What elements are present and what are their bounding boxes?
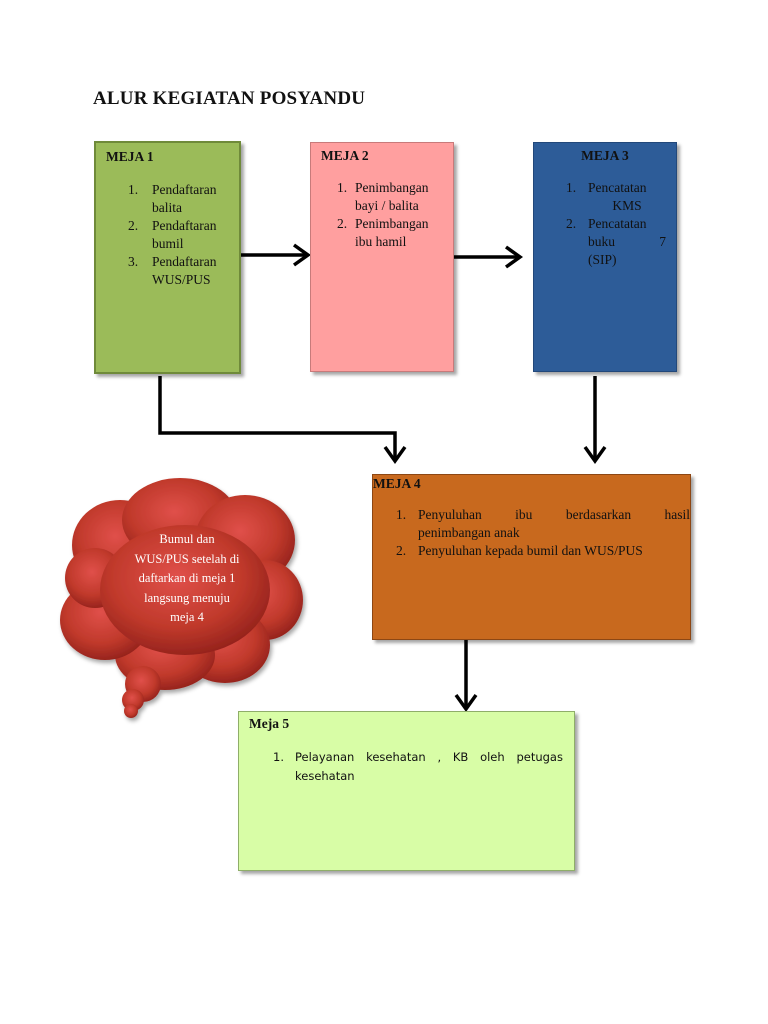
list-item: 1. Penimbangan bayi / balita xyxy=(337,179,449,215)
cloud-note-line: WUS/PUS setelah di xyxy=(134,551,240,566)
item-text: Pencatatan xyxy=(588,180,647,195)
cloud-note-line: daftarkan di meja 1 xyxy=(138,571,236,585)
item-word: buku xyxy=(588,234,615,249)
meja-3-label: MEJA 3 xyxy=(581,148,629,163)
item-number: 2. xyxy=(337,216,348,231)
list-item: 1. Pendaftaran balita xyxy=(128,181,230,217)
item-number: 2. xyxy=(566,216,577,231)
list-item: 2. Penimbangan ibu hamil xyxy=(337,215,449,251)
item-text: penimbangan anak xyxy=(418,525,520,540)
item-text: bumil xyxy=(152,236,184,251)
cloud-note-line: meja 4 xyxy=(170,610,204,624)
item-word: kesehatan xyxy=(366,750,426,764)
item-text-justified: Pelayanan kesehatan , KB oleh petugas xyxy=(295,748,563,767)
meja-4-list: 1. Penyuluhan ibu berdasarkan hasil peni… xyxy=(396,506,690,560)
item-text: balita xyxy=(152,200,182,215)
meja-4-label: MEJA 4 xyxy=(373,476,421,491)
list-item: 1. Pencatatan KMS xyxy=(566,179,666,215)
item-text: Pendaftaran xyxy=(152,254,217,269)
item-word: , xyxy=(437,750,442,764)
meja-1-box: MEJA 1 1. Pendaftaran balita 2. Pendafta… xyxy=(94,141,241,374)
cloud-note-line: langsung menuju xyxy=(144,590,230,605)
meja-1-list: 1. Pendaftaran balita 2. Pendaftaran bum… xyxy=(128,181,230,289)
item-word: berdasarkan xyxy=(565,507,632,522)
list-item: 1. Penyuluhan ibu berdasarkan hasil peni… xyxy=(396,506,690,542)
item-word: oleh xyxy=(480,750,505,764)
list-item: 1. Pelayanan kesehatan , KB oleh petugas… xyxy=(273,748,563,786)
item-word: Pelayanan xyxy=(295,750,355,764)
item-number: 3. xyxy=(128,254,139,269)
list-item: 2. Penyuluhan kepada bumil dan WUS/PUS xyxy=(396,542,690,560)
item-text: ibu hamil xyxy=(355,234,407,249)
item-number: 2. xyxy=(396,543,407,558)
arrow-meja1-to-meja4 xyxy=(158,376,407,465)
arrow-meja1-to-meja2 xyxy=(241,243,312,267)
arrow-meja2-to-meja3 xyxy=(454,245,524,269)
item-text: Penimbangan xyxy=(355,216,429,231)
item-text: Pendaftaran xyxy=(152,218,217,233)
item-text: Pencatatan xyxy=(588,216,647,231)
item-text: Pendaftaran xyxy=(152,182,217,197)
meja-5-label: Meja 5 xyxy=(249,716,290,731)
item-word: petugas xyxy=(516,750,563,764)
meja-4-box: MEJA 4 1. Penyuluhan ibu berdasarkan has… xyxy=(372,474,691,640)
meja-5-box: Meja 5 1. Pelayanan kesehatan , KB oleh … xyxy=(238,711,575,871)
item-text: bayi / balita xyxy=(355,198,419,213)
meja-3-list: 1. Pencatatan KMS 2. Pencatatan buku 7 (… xyxy=(566,179,666,269)
item-word: ibu xyxy=(515,507,533,522)
list-item: 2. Pendaftaran bumil xyxy=(128,217,230,253)
item-number: 2. xyxy=(128,218,139,233)
item-text: (SIP) xyxy=(588,252,617,267)
list-item: 3. Pendaftaran WUS/PUS xyxy=(128,253,230,289)
item-number: 1. xyxy=(396,507,407,522)
item-text: kesehatan xyxy=(295,769,355,783)
item-text: KMS xyxy=(612,198,642,213)
meja-2-list: 1. Penimbangan bayi / balita 2. Penimban… xyxy=(337,179,449,251)
item-text: Penyuluhan kepada bumil dan WUS/PUS xyxy=(418,543,643,558)
arrow-meja3-to-meja4 xyxy=(583,376,607,465)
cloud-note-line: Bumul dan xyxy=(159,532,215,546)
meja-1-label: MEJA 1 xyxy=(106,149,154,164)
item-word: 7 xyxy=(659,234,666,249)
item-text-justified: buku 7 xyxy=(588,233,666,251)
item-number: 1. xyxy=(566,180,577,195)
item-word: hasil xyxy=(664,507,691,522)
cloud-bubble-small xyxy=(124,704,138,718)
arrow-meja4-to-meja5 xyxy=(454,640,478,713)
thought-cloud xyxy=(60,478,303,718)
item-text: Penimbangan xyxy=(355,180,429,195)
meja-2-box: MEJA 2 1. Penimbangan bayi / balita 2. P… xyxy=(310,142,454,372)
meja-5-list: 1. Pelayanan kesehatan , KB oleh petugas… xyxy=(273,748,563,786)
diagram-title: ALUR KEGIATAN POSYANDU xyxy=(93,88,366,109)
meja-2-label: MEJA 2 xyxy=(321,148,369,163)
cloud-note-text: Bumul dan WUS/PUS setelah di daftarkan d… xyxy=(106,530,268,628)
item-number: 1. xyxy=(337,180,348,195)
item-text: WUS/PUS xyxy=(152,272,211,287)
meja-3-box: MEJA 3 1. Pencatatan KMS 2. Pencatatan b… xyxy=(533,142,677,372)
item-number: 1. xyxy=(273,750,284,764)
list-item: 2. Pencatatan buku 7 (SIP) xyxy=(566,215,666,269)
item-number: 1. xyxy=(128,182,139,197)
item-text-justified: Penyuluhan ibu berdasarkan hasil xyxy=(418,506,690,524)
item-word: Penyuluhan xyxy=(418,507,482,522)
item-word: KB xyxy=(452,750,469,764)
